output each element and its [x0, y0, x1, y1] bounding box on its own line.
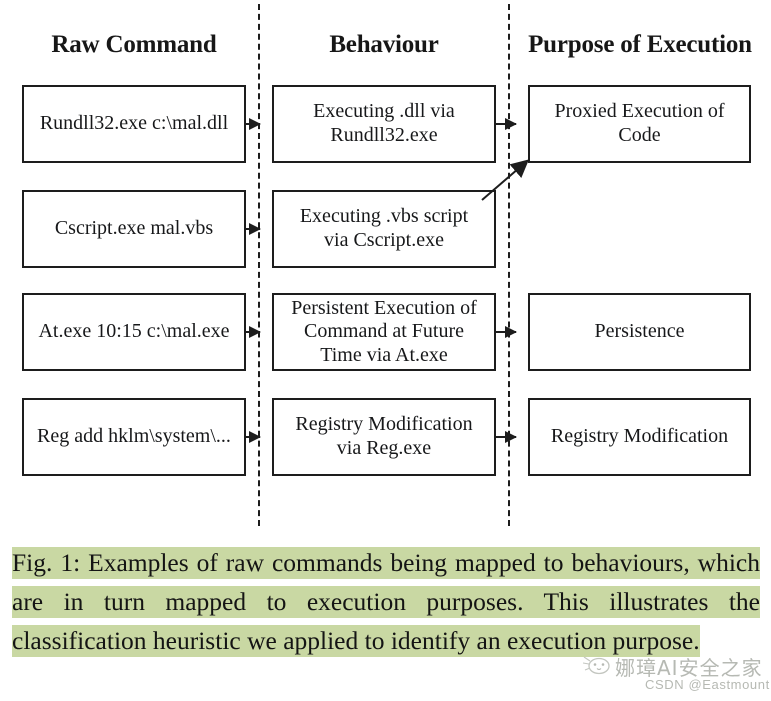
- arrow-behaviour-to-purpose-4: [496, 431, 517, 443]
- purpose-box-1: Proxied Execution of Code: [528, 85, 751, 163]
- watermark-title: 娜璋AI安全之家: [615, 656, 763, 680]
- raw-command-box-4: Reg add hklm\system\...: [22, 398, 246, 476]
- column-header-purpose-of-execution: Purpose of Execution: [528, 31, 752, 58]
- purpose-box-4: Registry Modification: [528, 398, 751, 476]
- purpose-box-3: Persistence: [528, 293, 751, 371]
- cat-face-logo-icon: [583, 656, 610, 675]
- arrow-behaviour2-to-purpose1-icon: [481, 159, 530, 201]
- column-header-raw-command: Raw Command: [51, 31, 217, 58]
- behaviour-box-1: Executing .dll via Rundll32.exe: [272, 85, 496, 163]
- figure-caption: Fig. 1: Examples of raw commands being m…: [12, 543, 760, 660]
- watermark-subtitle: CSDN @Eastmount: [645, 677, 770, 692]
- behaviour-box-3: Persistent Execution of Command at Futur…: [272, 293, 496, 371]
- watermark: 娜璋AI安全之家 CSDN @Eastmount: [583, 652, 770, 698]
- arrow-behaviour-to-purpose-3: [496, 326, 517, 338]
- column-divider-left: [258, 4, 260, 526]
- arrow-behaviour-to-purpose-1: [496, 118, 517, 130]
- arrow-raw-to-behaviour-3: [246, 326, 261, 338]
- figure-caption-text: Fig. 1: Examples of raw commands being m…: [12, 547, 760, 657]
- behaviour-box-2: Executing .vbs script via Cscript.exe: [272, 190, 496, 268]
- column-divider-right: [508, 4, 510, 526]
- column-header-behaviour: Behaviour: [329, 31, 439, 58]
- arrow-raw-to-behaviour-1: [246, 118, 261, 130]
- raw-command-box-2: Cscript.exe mal.vbs: [22, 190, 246, 268]
- raw-command-box-1: Rundll32.exe c:\mal.dll: [22, 85, 246, 163]
- arrow-raw-to-behaviour-4: [246, 431, 261, 443]
- behaviour-box-4: Registry Modification via Reg.exe: [272, 398, 496, 476]
- raw-command-box-3: At.exe 10:15 c:\mal.exe: [22, 293, 246, 371]
- arrow-raw-to-behaviour-2: [246, 223, 261, 235]
